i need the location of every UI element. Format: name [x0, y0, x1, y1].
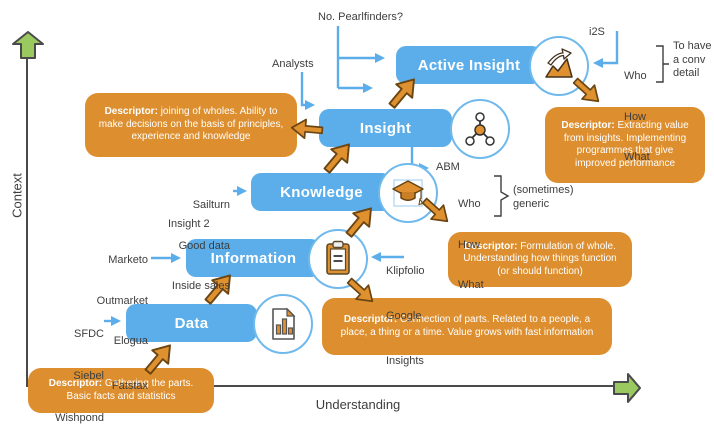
- descriptor-text: Connection of parts. Related to a people…: [340, 314, 594, 338]
- insight2-label: Insight 2: [168, 218, 210, 230]
- tool-label: Inside sales: [171, 280, 230, 292]
- descriptor-information: Descriptor: Connection of parts. Related…: [322, 298, 612, 355]
- x-axis-label: Understanding: [315, 397, 401, 412]
- document-bar-chart-icon: [272, 307, 296, 340]
- y-axis-arrow-icon: [12, 31, 44, 59]
- tool-label: Wishpond: [55, 412, 104, 424]
- y-axis-label: Context: [9, 173, 25, 218]
- tool-label: SFDC: [74, 328, 104, 340]
- tool-label: Siebel: [73, 370, 104, 382]
- step-active-insight: Active Insight: [396, 46, 542, 84]
- step-insight: Insight: [319, 109, 452, 147]
- clipboard-icon: [326, 240, 350, 275]
- descriptor-label: Descriptor:: [343, 314, 398, 325]
- tool-label: Fatstax: [111, 379, 148, 392]
- descriptor-label: Descriptor:: [464, 240, 518, 252]
- information-tools-labels: Marketo Outmarket Elogua Fatstax: [60, 227, 148, 420]
- knowledge-who-how-what: Who How What: [458, 198, 484, 291]
- abm-label: ABM: [436, 161, 460, 173]
- x-axis-line: [26, 385, 614, 387]
- analysts-label: Analysts: [272, 58, 314, 70]
- descriptor-active-insight: Descriptor: Extracting value from insigh…: [545, 107, 705, 183]
- descriptor-text: Extracting value from insights. Implemen…: [563, 120, 689, 169]
- descriptor-text: Gathering the parts. Basic facts and sta…: [66, 378, 194, 402]
- connector-analysts: [300, 72, 316, 111]
- knowledge-tools-labels: Sailturn Good data Inside sales: [150, 172, 230, 321]
- active-group-note: To have a conv detail: [673, 40, 712, 79]
- pearlfinders-label: No. Pearlfinders?: [318, 11, 403, 23]
- growth-arrow-icon: [545, 48, 573, 78]
- step-data-label: Data: [174, 314, 209, 332]
- step-knowledge: Knowledge: [251, 173, 392, 211]
- tool-label: Sailturn: [192, 199, 230, 211]
- data-tools-labels: SFDC Siebel Wishpond: [36, 299, 104, 427]
- step-knowledge-label: Knowledge: [280, 183, 363, 201]
- i2s-label: i2S: [589, 26, 605, 38]
- tool-label: Marketo: [108, 254, 148, 266]
- active-group-bracket: [656, 45, 669, 83]
- tool-label: Google: [386, 310, 422, 322]
- step-active-insight-label: Active Insight: [417, 56, 521, 74]
- graduation-cap-icon: [392, 179, 424, 207]
- tool-label: Elogua: [113, 335, 148, 347]
- molecule-icon: [465, 112, 495, 146]
- descriptor-data: Descriptor: Gathering the parts. Basic f…: [28, 368, 214, 413]
- descriptor-knowledge: Descriptor: Formulation of whole. Unders…: [448, 232, 632, 287]
- descriptor-arrow-icon: [289, 116, 325, 143]
- insight-icon-circle: [450, 99, 510, 159]
- descriptor-label: Descriptor:: [48, 378, 103, 389]
- tool-label: Outmarket: [96, 294, 148, 307]
- active-who-how-what: Who How What: [624, 70, 650, 163]
- step-information: Information: [186, 239, 321, 277]
- step-insight-label: Insight: [359, 119, 412, 137]
- step-information-label: Information: [210, 249, 297, 267]
- descriptor-text: Formulation of whole. Understanding how …: [463, 240, 617, 277]
- tool-label: Klipfolio: [386, 265, 425, 277]
- descriptor-label: Descriptor:: [561, 120, 615, 131]
- data-icon-circle: [253, 294, 313, 354]
- y-axis-line: [26, 56, 28, 386]
- descriptor-text: joining of wholes. Ability to make decis…: [98, 106, 284, 143]
- tool-label: Good data: [178, 239, 230, 252]
- x-axis-arrow-icon: [613, 373, 641, 403]
- klipfolio-labels: Klipfolio Google Insights: [386, 234, 425, 399]
- step-data: Data: [126, 304, 257, 342]
- knowledge-group-note: (sometimes) generic: [513, 184, 574, 210]
- knowledge-group-bracket: [494, 175, 510, 217]
- information-icon-circle: [308, 229, 368, 289]
- descriptor-label: Descriptor:: [104, 106, 158, 118]
- descriptor-insight: Descriptor: joining of wholes. Ability t…: [85, 93, 297, 157]
- tool-label: Insights: [386, 355, 424, 367]
